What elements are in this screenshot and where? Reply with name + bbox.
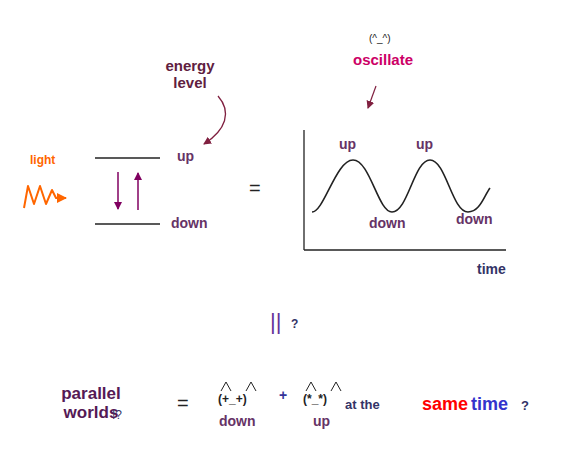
axis-label: time <box>477 262 506 277</box>
energy-level-line <box>95 157 160 159</box>
equivalence-mark: || <box>270 310 281 334</box>
question-mark: ? <box>291 318 298 331</box>
leader-arrow <box>368 86 376 108</box>
cat-ears <box>221 382 256 391</box>
wave-label: down <box>369 216 406 231</box>
level-label: up <box>177 149 194 164</box>
emoticon: (+_+) <box>218 393 247 406</box>
emphasis-word: time <box>471 395 508 415</box>
equals-sign: = <box>249 177 261 199</box>
state-label: down <box>219 414 256 429</box>
axis <box>304 249 506 250</box>
cat-ears <box>306 382 341 391</box>
emoticon: (*_*) <box>303 393 327 406</box>
phrase-label: at the <box>345 398 380 412</box>
leader-arrow <box>204 96 226 144</box>
light-label: light <box>30 154 55 167</box>
energy-level-line <box>95 223 160 225</box>
heading-label: parallel worlds <box>46 385 136 422</box>
exclamation-mark: !? <box>112 409 122 422</box>
caption-word: oscillate <box>353 52 413 69</box>
wave-label: up <box>416 137 433 152</box>
sine-wave <box>312 160 490 212</box>
light-wave <box>24 186 66 208</box>
transition-arrow <box>117 172 119 209</box>
plus-sign: + <box>279 388 287 403</box>
wave-label: up <box>339 137 356 152</box>
emoticon: (^_^) <box>369 33 391 44</box>
question-mark: ? <box>521 399 529 413</box>
emphasis-word: same <box>422 395 468 415</box>
level-label: down <box>171 216 208 231</box>
callout-label: energy level <box>152 58 228 91</box>
equals-sign: = <box>177 392 189 414</box>
state-label: up <box>313 414 330 429</box>
axis <box>303 130 304 250</box>
transition-arrow <box>137 173 139 210</box>
wave-label: down <box>456 212 493 227</box>
